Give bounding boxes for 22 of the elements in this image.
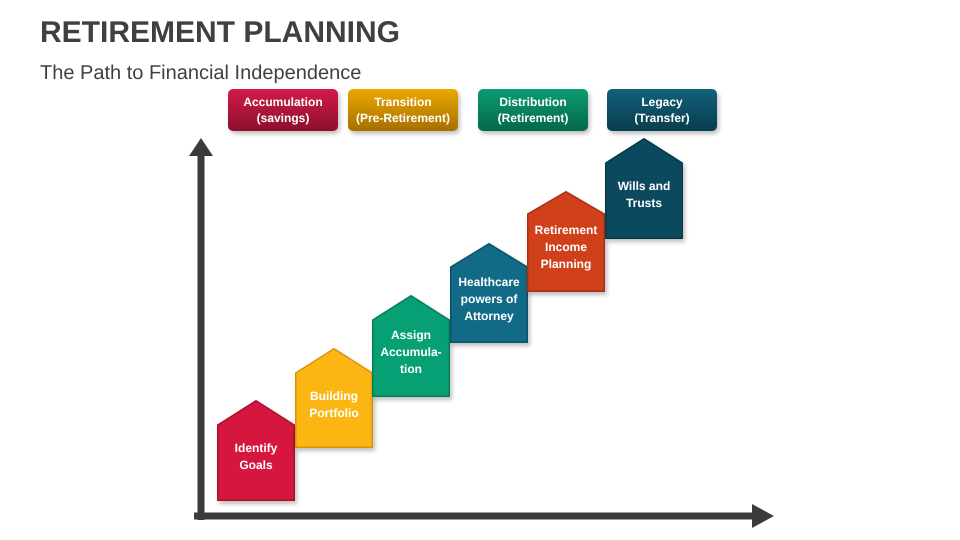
house-step	[527, 191, 605, 292]
phase-label: Distribution (Retirement)	[498, 94, 568, 126]
phase-label: Transition (Pre-Retirement)	[356, 94, 450, 126]
house-step	[295, 348, 373, 448]
phase-box	[607, 89, 717, 131]
title: RETIREMENT PLANNING	[40, 15, 400, 51]
house-step	[450, 243, 528, 343]
step-label: Assign Accumula-tion	[379, 327, 443, 378]
step-label: Wills and Trusts	[616, 178, 672, 212]
phase-box	[228, 89, 338, 131]
phase-label: Legacy (Transfer)	[634, 94, 690, 126]
phase-box	[478, 89, 588, 131]
step-label: Building Portfolio	[308, 388, 360, 422]
step-label: Healthcare powers of Attorney	[457, 274, 521, 324]
house-step	[372, 295, 450, 397]
subtitle: The Path to Financial Independence	[40, 61, 362, 86]
step-label: Identify Goals	[234, 440, 278, 474]
house-step	[605, 138, 683, 239]
house-step	[217, 400, 295, 501]
phase-box	[348, 89, 458, 131]
phase-label: Accumulation (savings)	[243, 94, 323, 126]
step-label: Retirement Income Planning	[534, 222, 598, 272]
